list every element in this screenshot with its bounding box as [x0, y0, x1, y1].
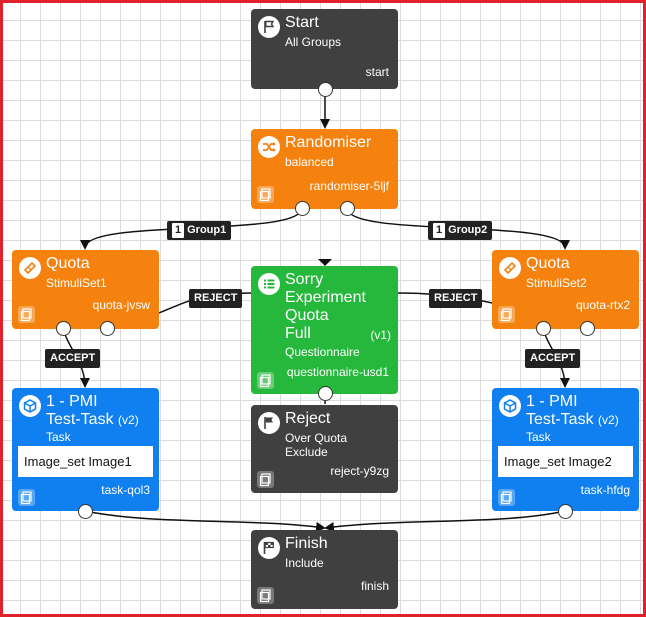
node-title: Reject — [285, 410, 331, 427]
output-port[interactable] — [339, 200, 355, 216]
output-port[interactable] — [99, 320, 115, 336]
reject-node[interactable]: Reject Over Quota Exclude reject-y9zg — [251, 405, 398, 493]
group-label: Group1 — [187, 224, 227, 236]
edge-task2-finish — [324, 510, 566, 532]
node-id: finish — [360, 579, 389, 593]
output-port[interactable] — [535, 320, 551, 336]
output-port[interactable] — [557, 503, 573, 519]
node-version: (v2) — [598, 413, 619, 427]
edge-label-reject-right[interactable]: REJECT — [429, 289, 483, 308]
start-node[interactable]: Start All Groups start — [251, 9, 398, 89]
list-icon — [258, 273, 280, 295]
finish-flag-icon — [258, 537, 280, 559]
edge-label-accept-left[interactable]: ACCEPT — [45, 349, 101, 368]
node-title-text: Test-Task — [526, 411, 594, 428]
group-number: 1 — [433, 223, 446, 238]
output-port[interactable] — [77, 503, 93, 519]
output-port[interactable] — [55, 320, 71, 336]
flag-icon — [258, 412, 280, 434]
group-number: 1 — [172, 223, 185, 238]
edge-task1-finish — [84, 510, 326, 532]
ticket-icon — [19, 257, 41, 279]
node-subtitle: Task — [46, 430, 71, 444]
node-subtitle: Task — [526, 430, 551, 444]
node-id: quota-jvsw — [92, 298, 150, 312]
copy-icon[interactable] — [257, 186, 274, 203]
node-subtitle-line-1: Over Quota — [285, 431, 348, 445]
task-node-1[interactable]: 1 - PMI Test-Task (v2) Task Image_set Im… — [12, 388, 159, 511]
copy-icon[interactable] — [257, 471, 274, 488]
node-subtitle: Include — [285, 556, 324, 570]
task-node-2[interactable]: 1 - PMI Test-Task (v2) Task Image_set Im… — [492, 388, 639, 511]
finish-node[interactable]: Finish Include finish — [251, 530, 398, 609]
edge-label-accept-right[interactable]: ACCEPT — [525, 349, 581, 368]
cube-icon — [19, 395, 41, 417]
copy-icon[interactable] — [18, 306, 35, 323]
target-marker — [318, 259, 332, 266]
node-title-line-2: Experiment — [285, 289, 366, 306]
node-title: Quota — [526, 255, 570, 272]
node-title: Start — [285, 14, 319, 31]
node-id: questionnaire-usd1 — [286, 365, 389, 379]
node-id: start — [365, 65, 389, 79]
copy-icon[interactable] — [257, 587, 274, 604]
task-content: Image_set Image1 — [18, 446, 153, 477]
node-subtitle: StimuliSet1 — [46, 276, 107, 290]
node-title-line-1: 1 - PMI — [526, 393, 578, 410]
node-title: Finish — [285, 535, 328, 552]
output-port[interactable] — [317, 385, 333, 401]
node-title: Quota — [46, 255, 90, 272]
flag-icon — [258, 16, 280, 38]
node-subtitle-line-2: Exclude — [285, 445, 328, 459]
node-id: quota-rtx2 — [575, 298, 630, 312]
randomiser-node[interactable]: Randomiser balanced randomiser-5ljf — [251, 129, 398, 209]
node-version: (v2) — [118, 413, 139, 427]
copy-icon[interactable] — [498, 306, 515, 323]
node-subtitle: All Groups — [285, 35, 342, 49]
output-port[interactable] — [294, 200, 310, 216]
shuffle-icon — [258, 136, 280, 158]
node-title-text: Test-Task — [46, 411, 114, 428]
node-subtitle: balanced — [285, 155, 334, 169]
node-version: (v1) — [370, 328, 391, 342]
node-subtitle: StimuliSet2 — [526, 276, 587, 290]
edge-label-reject-left[interactable]: REJECT — [189, 289, 243, 308]
node-title-line-3: Quota — [285, 307, 329, 324]
quota-node-2[interactable]: Quota StimuliSet2 quota-rtx2 — [492, 250, 639, 329]
node-title: Randomiser — [285, 134, 372, 151]
node-title-line-2: Test-Task (v2) — [46, 411, 139, 429]
node-title-line-2: Test-Task (v2) — [526, 411, 619, 429]
output-port[interactable] — [317, 81, 333, 97]
questionnaire-node[interactable]: Sorry Experiment Quota Full (v1) Questio… — [251, 266, 398, 394]
node-id: reject-y9zg — [330, 464, 389, 478]
node-id: randomiser-5ljf — [309, 179, 389, 193]
copy-icon[interactable] — [18, 489, 35, 506]
group-label: Group2 — [448, 224, 488, 236]
node-id: task-hfdg — [580, 483, 630, 497]
output-port[interactable] — [579, 320, 595, 336]
node-title-line-1: 1 - PMI — [46, 393, 98, 410]
node-title-line-4: Full — [285, 325, 311, 342]
node-subtitle: Questionnaire — [285, 345, 360, 359]
node-title-line-1: Sorry — [285, 271, 324, 288]
copy-icon[interactable] — [257, 372, 274, 389]
copy-icon[interactable] — [498, 489, 515, 506]
node-id: task-qol3 — [101, 483, 150, 497]
task-content: Image_set Image2 — [498, 446, 633, 477]
quota-node-1[interactable]: Quota StimuliSet1 quota-jvsw — [12, 250, 159, 329]
ticket-icon — [499, 257, 521, 279]
cube-icon — [499, 395, 521, 417]
